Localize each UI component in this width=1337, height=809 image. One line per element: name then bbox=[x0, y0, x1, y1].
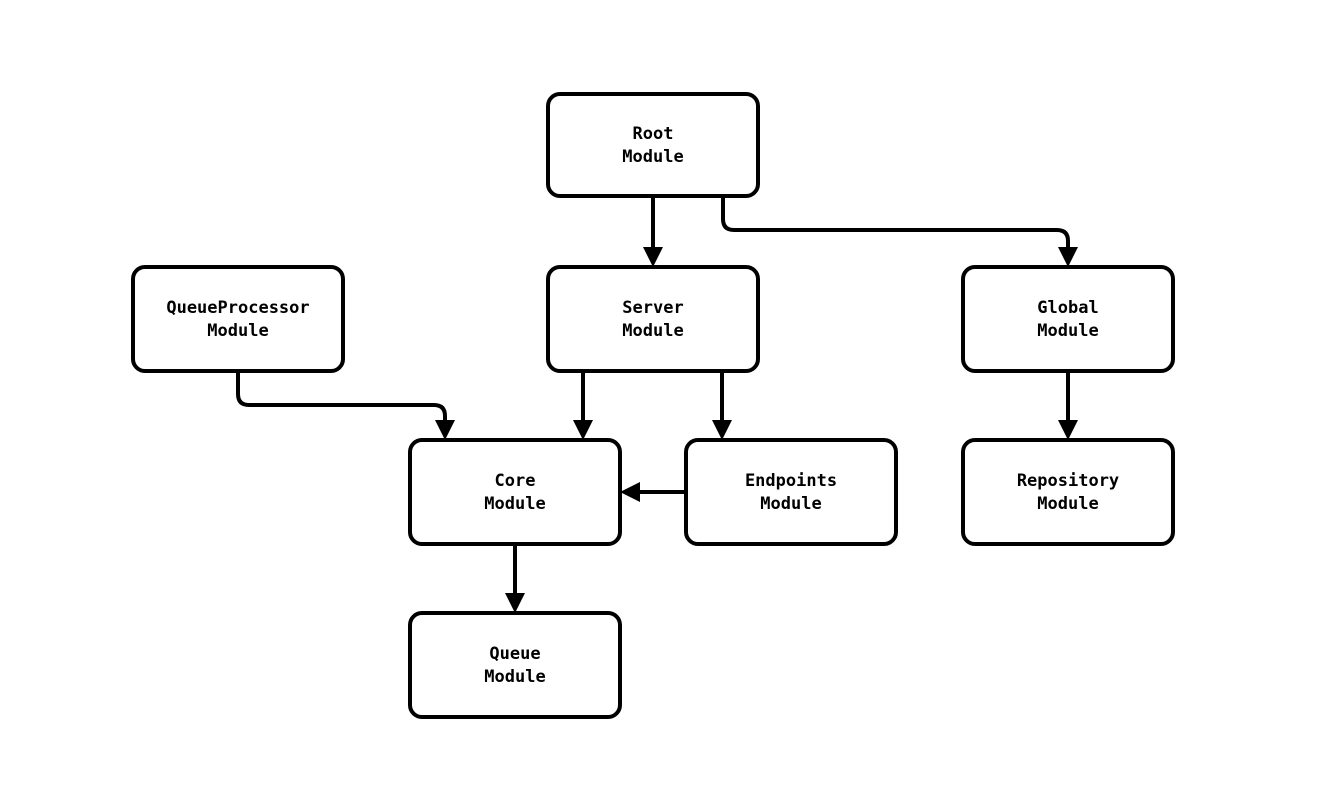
node-label-line1: Queue bbox=[489, 644, 540, 664]
edge-endpoints-to-core bbox=[620, 482, 686, 502]
node-label-line1: Global bbox=[1037, 298, 1098, 318]
edge-root-to-server bbox=[643, 196, 663, 267]
node-label-line1: QueueProcessor bbox=[166, 298, 309, 318]
arrowhead-icon bbox=[505, 593, 525, 613]
node-label-line2: Module bbox=[622, 321, 683, 341]
edge-global-to-repository bbox=[1058, 371, 1078, 440]
node-label-line1: Repository bbox=[1017, 471, 1119, 491]
node-box[interactable] bbox=[408, 611, 622, 719]
node-box[interactable] bbox=[546, 265, 760, 373]
node-label-line1: Server bbox=[622, 298, 683, 318]
node-label-line2: Module bbox=[1037, 494, 1098, 514]
arrowhead-icon bbox=[712, 420, 732, 440]
edge-root-to-global bbox=[721, 196, 1078, 267]
arrowhead-icon bbox=[573, 420, 593, 440]
node-label-line1: Core bbox=[495, 471, 536, 491]
node-box[interactable] bbox=[546, 92, 760, 198]
node-box[interactable] bbox=[684, 438, 898, 546]
arrowhead-icon bbox=[620, 482, 640, 502]
node-label-line2: Module bbox=[1037, 321, 1098, 341]
arrowhead-icon bbox=[1058, 247, 1078, 267]
arrowhead-icon bbox=[1058, 420, 1078, 440]
node-box[interactable] bbox=[961, 265, 1175, 373]
node-label-line2: Module bbox=[760, 494, 821, 514]
edge-core-to-queue bbox=[505, 544, 525, 613]
node-label-line2: Module bbox=[207, 321, 268, 341]
node-box[interactable] bbox=[131, 265, 345, 373]
edge-line bbox=[236, 371, 447, 425]
edge-line bbox=[721, 196, 1070, 252]
node-label-line1: Root bbox=[633, 124, 674, 144]
node-box[interactable] bbox=[961, 438, 1175, 546]
node-box[interactable] bbox=[408, 438, 622, 546]
node-label-line1: Endpoints bbox=[745, 471, 837, 491]
node-label-line2: Module bbox=[484, 494, 545, 514]
arrowhead-icon bbox=[435, 420, 455, 440]
edge-server-to-core bbox=[573, 371, 593, 440]
edges-layer bbox=[236, 196, 1078, 613]
arrowhead-icon bbox=[643, 247, 663, 267]
node-label-line2: Module bbox=[622, 147, 683, 167]
node-label-line2: Module bbox=[484, 667, 545, 687]
edge-server-to-endpoints bbox=[712, 371, 732, 440]
edge-queueprocessor-to-core bbox=[236, 371, 455, 440]
